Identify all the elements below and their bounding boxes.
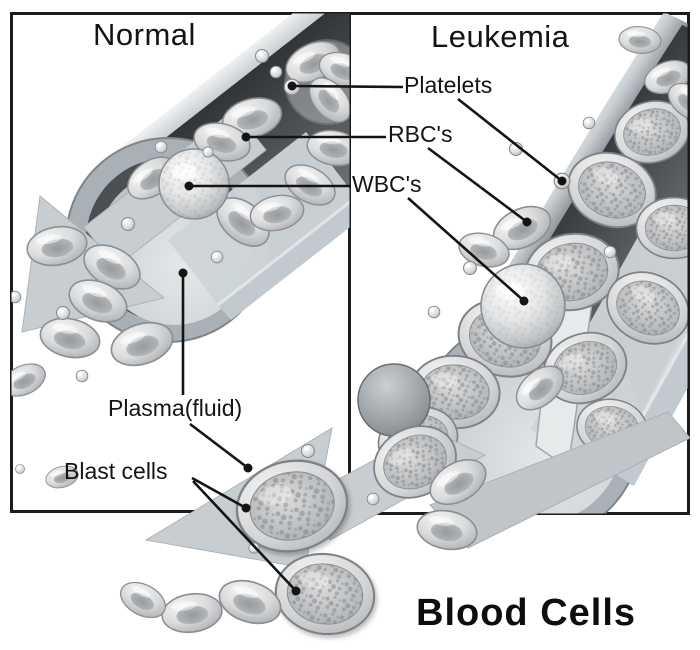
platelets-label: Platelets [404, 72, 493, 98]
platelets-leader-right [457, 97, 563, 183]
plasma-label: Plasma(fluid) [108, 395, 243, 421]
leukemia-wbc-cell [480, 263, 566, 349]
blast-cells-label: Blast cells [64, 458, 168, 484]
rbcs-leader-right [427, 146, 528, 224]
wbcs-leader-right [407, 197, 525, 302]
leader-lines [181, 84, 563, 592]
figure-caption: Blood Cells [416, 592, 637, 634]
blast-leader-2 [192, 480, 297, 592]
leukemia-panel-title: Leukemia [431, 19, 570, 54]
plasma-leader-down [189, 422, 249, 470]
platelets-leader-left [291, 84, 404, 89]
blast-leader-1 [191, 476, 247, 510]
dark-cell [357, 363, 431, 437]
wbcs-label: WBC's [352, 171, 422, 197]
rbcs-label: RBC's [388, 121, 453, 147]
leader-dots [178, 81, 567, 596]
normal-wbc-cell [158, 148, 230, 220]
normal-vessel-illustration [11, 13, 350, 492]
normal-panel-title: Normal [93, 17, 196, 52]
leukemia-spill-illustration [114, 356, 691, 642]
